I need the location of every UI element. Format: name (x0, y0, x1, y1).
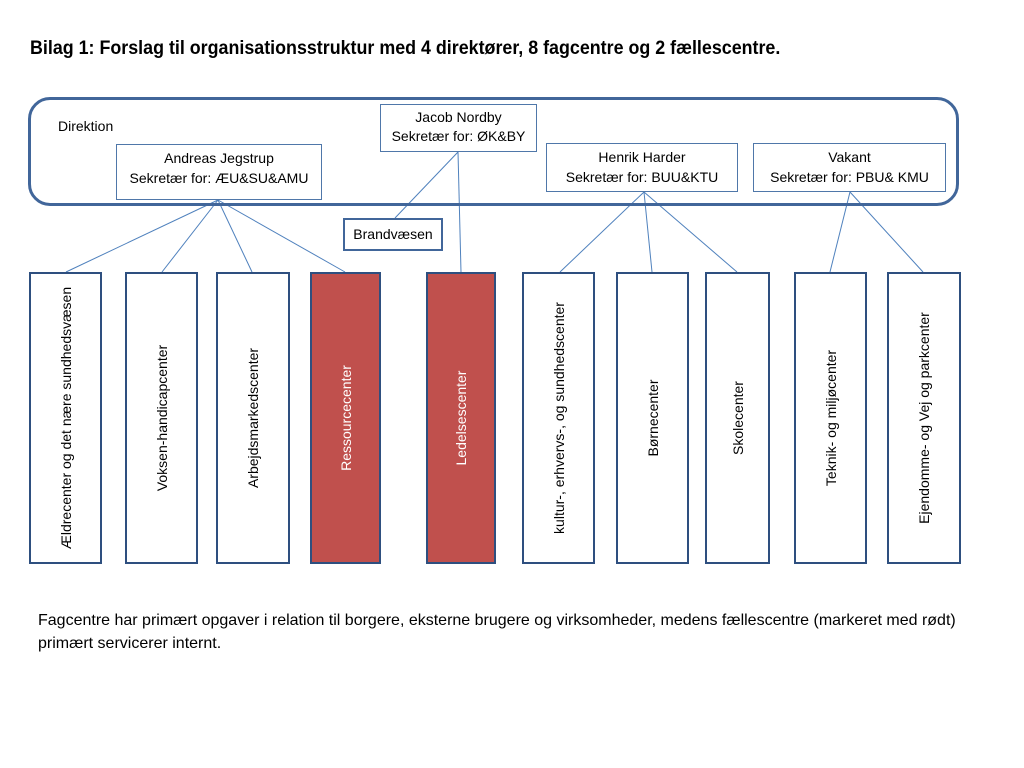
connector-line (457, 151, 462, 273)
director-secretary: Sekretær for: ÆU&SU&AMU (129, 170, 309, 186)
center-label: Arbejdsmarkedscenter (245, 347, 261, 489)
center-label: Skolecenter (729, 381, 746, 455)
center-box-ledelsescenter: Ledelsescenter (426, 272, 496, 564)
director-secretary: Sekretær for: BUU&KTU (565, 169, 719, 185)
center-box-voksen-handicapcenter: Voksen-handicapcenter (125, 272, 198, 564)
center-label: Voksen-handicapcenter (153, 344, 170, 492)
director-box-vakant: Vakant Sekretær for: PBU& KMU (753, 143, 946, 192)
center-label: Ressourcecenter (337, 365, 354, 471)
director-name: Jacob Nordby (415, 109, 502, 125)
center-box-aeldrecenter: Ældrecenter og det nære sundhedsvæsen (29, 272, 102, 564)
connector-line (217, 199, 253, 273)
director-secretary: Sekretær for: ØK&BY (391, 128, 526, 144)
brandvaesen-box: Brandvæsen (343, 218, 443, 251)
center-box-skolecenter: Skolecenter (705, 272, 770, 564)
footnote: Fagcentre har primært opgaver i relation… (38, 612, 956, 652)
connector-line (394, 151, 459, 219)
connector-line (217, 199, 346, 273)
center-label: Ældrecenter og det nære sundhedsvæsen (57, 286, 74, 550)
direktion-label: Direktion (58, 118, 114, 134)
director-name: Henrik Harder (598, 149, 686, 165)
director-secretary: Sekretær for: PBU& KMU (770, 169, 929, 185)
center-label: Børnecenter (644, 379, 661, 457)
center-label: Ejendomme- og Vej og parkcenter (916, 312, 932, 524)
center-label: Teknik- og miljøcenter (822, 349, 839, 487)
center-box-kultur-erhvervs-sundhedscenter: kultur-, erhvervs-, og sundhedscenter (522, 272, 595, 564)
director-box-andreas-jegstrup: Andreas Jegstrup Sekretær for: ÆU&SU&AMU (116, 144, 322, 200)
director-box-henrik-harder: Henrik Harder Sekretær for: BUU&KTU (546, 143, 738, 192)
connector-line (65, 199, 219, 273)
center-box-teknik-miljoecenter: Teknik- og miljøcenter (794, 272, 867, 564)
center-label: kultur-, erhvervs-, og sundhedscenter (550, 302, 567, 534)
center-box-arbejdsmarkedscenter: Arbejdsmarkedscenter (216, 272, 290, 564)
center-box-boernecenter: Børnecenter (616, 272, 689, 564)
director-name: Andreas Jegstrup (164, 150, 274, 166)
direktion-frame (28, 97, 959, 206)
center-box-ejendomme-vej-parkcenter: Ejendomme- og Vej og parkcenter (887, 272, 961, 564)
page-title: Bilag 1: Forslag til organisationsstrukt… (30, 38, 781, 59)
connector-line (161, 199, 219, 273)
center-box-ressourcecenter: Ressourcecenter (310, 272, 381, 564)
center-label: Ledelsescenter (453, 370, 469, 466)
director-box-jacob-nordby: Jacob Nordby Sekretær for: ØK&BY (380, 104, 537, 152)
director-name: Vakant (828, 149, 871, 165)
